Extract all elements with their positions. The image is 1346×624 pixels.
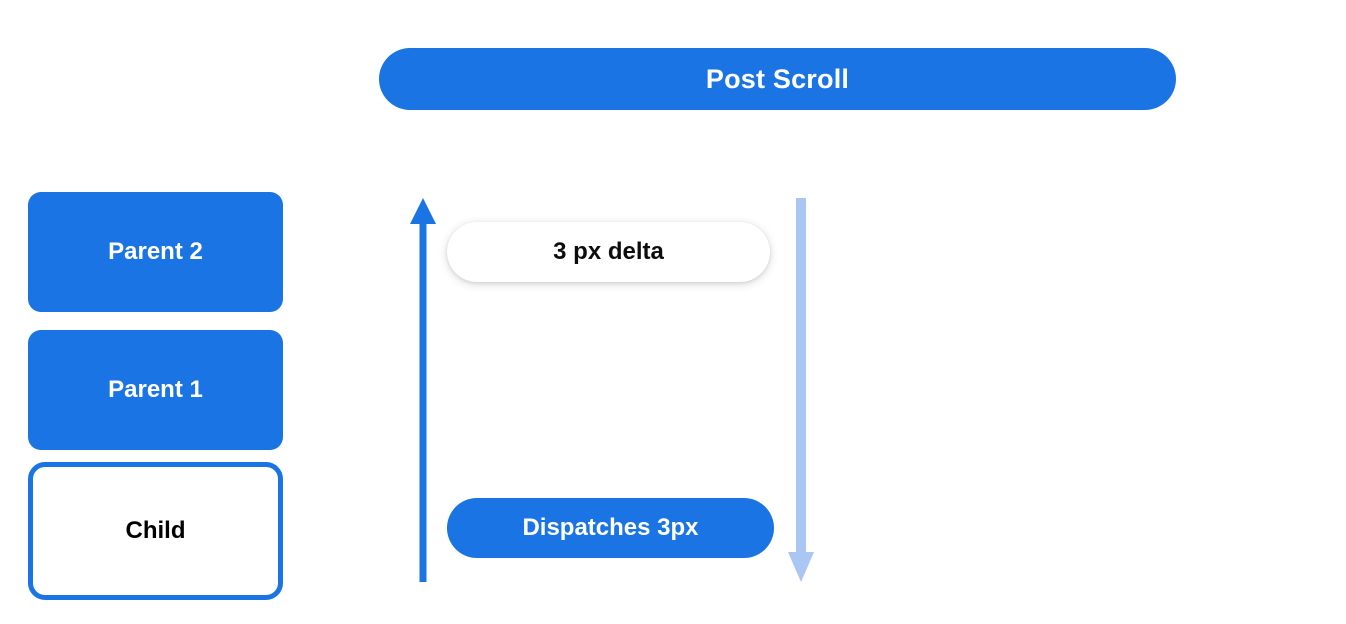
node-parent-2[interactable]: Parent 2 (28, 192, 283, 312)
arrow-down-icon (788, 198, 814, 582)
node-parent-2-label: Parent 2 (108, 238, 203, 265)
callout-delta: 3 px delta (447, 222, 770, 282)
callout-dispatch: Dispatches 3px (447, 498, 774, 558)
node-child-label: Child (125, 517, 186, 544)
callout-delta-label: 3 px delta (553, 238, 664, 265)
post-scroll-header: Post Scroll (379, 48, 1176, 110)
node-parent-1[interactable]: Parent 1 (28, 330, 283, 450)
node-child[interactable]: Child (28, 462, 283, 600)
page-title: Post Scroll (705, 63, 850, 94)
callout-dispatch-label: Dispatches 3px (522, 514, 699, 541)
node-parent-1-label: Parent 1 (108, 376, 203, 403)
arrow-up-icon (410, 198, 436, 582)
